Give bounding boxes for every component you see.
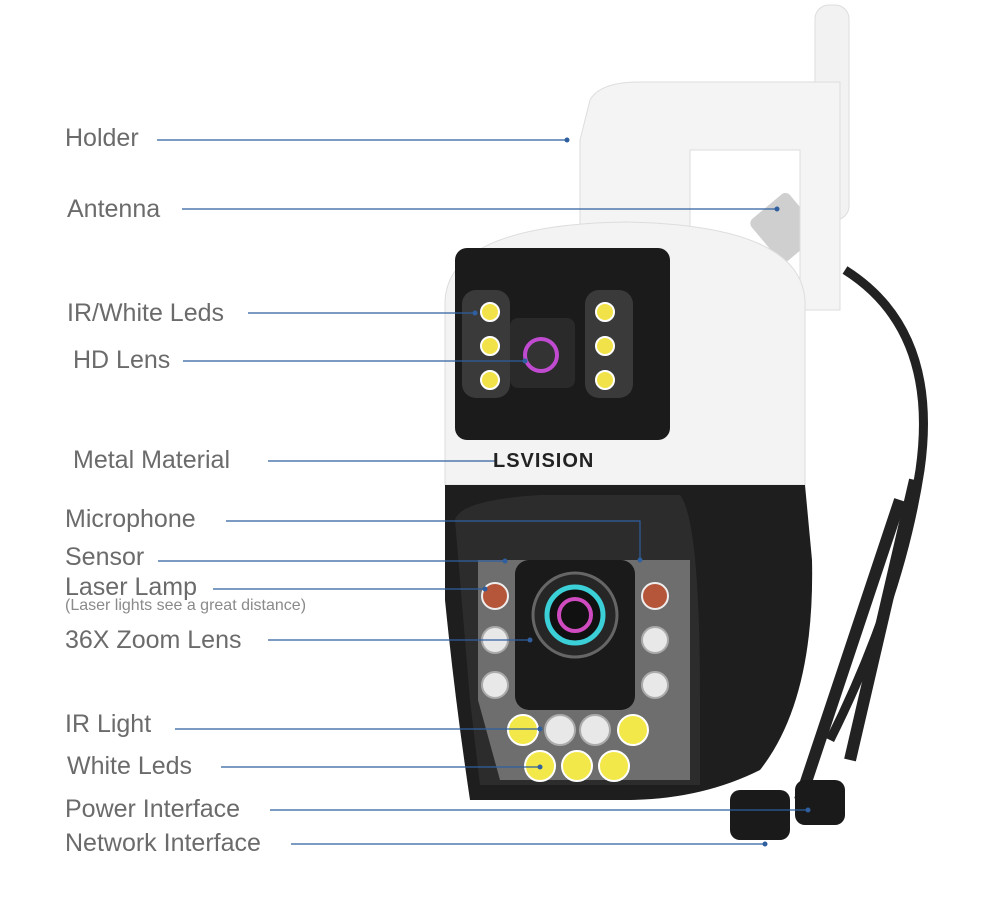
- label-hd-lens: HD Lens: [73, 346, 171, 374]
- label-ir-white-leds: IR/White Leds: [67, 299, 225, 327]
- holder-shape: [579, 81, 841, 311]
- label-metal-material: Metal Material: [73, 446, 230, 474]
- laser-lamps: [481, 582, 669, 610]
- label-laser-lamp: Laser Lamp: [65, 573, 198, 601]
- label-zoom-lens: 36X Zoom Lens: [65, 626, 242, 654]
- label-microphone: Microphone: [65, 505, 196, 533]
- label-sensor: Sensor: [65, 543, 145, 571]
- label-power-interface: Power Interface: [65, 795, 241, 823]
- power-connector: [795, 780, 845, 825]
- cable: [825, 266, 928, 743]
- network-connector: [730, 790, 790, 840]
- label-white-leds: White Leds: [67, 752, 193, 780]
- label-network-interface: Network Interface: [65, 829, 261, 857]
- upper-leds: [480, 302, 615, 390]
- hd-lens: [523, 337, 559, 373]
- brand-logo: LSVISION: [493, 450, 595, 472]
- label-ir-light: IR Light: [65, 710, 152, 738]
- label-holder: Holder: [65, 124, 139, 152]
- label-laser-lamp-note: (Laser lights see a great distance): [65, 597, 307, 614]
- leader-lines: [157, 139, 808, 845]
- leader-dots: [472, 137, 811, 847]
- label-antenna: Antenna: [67, 195, 161, 223]
